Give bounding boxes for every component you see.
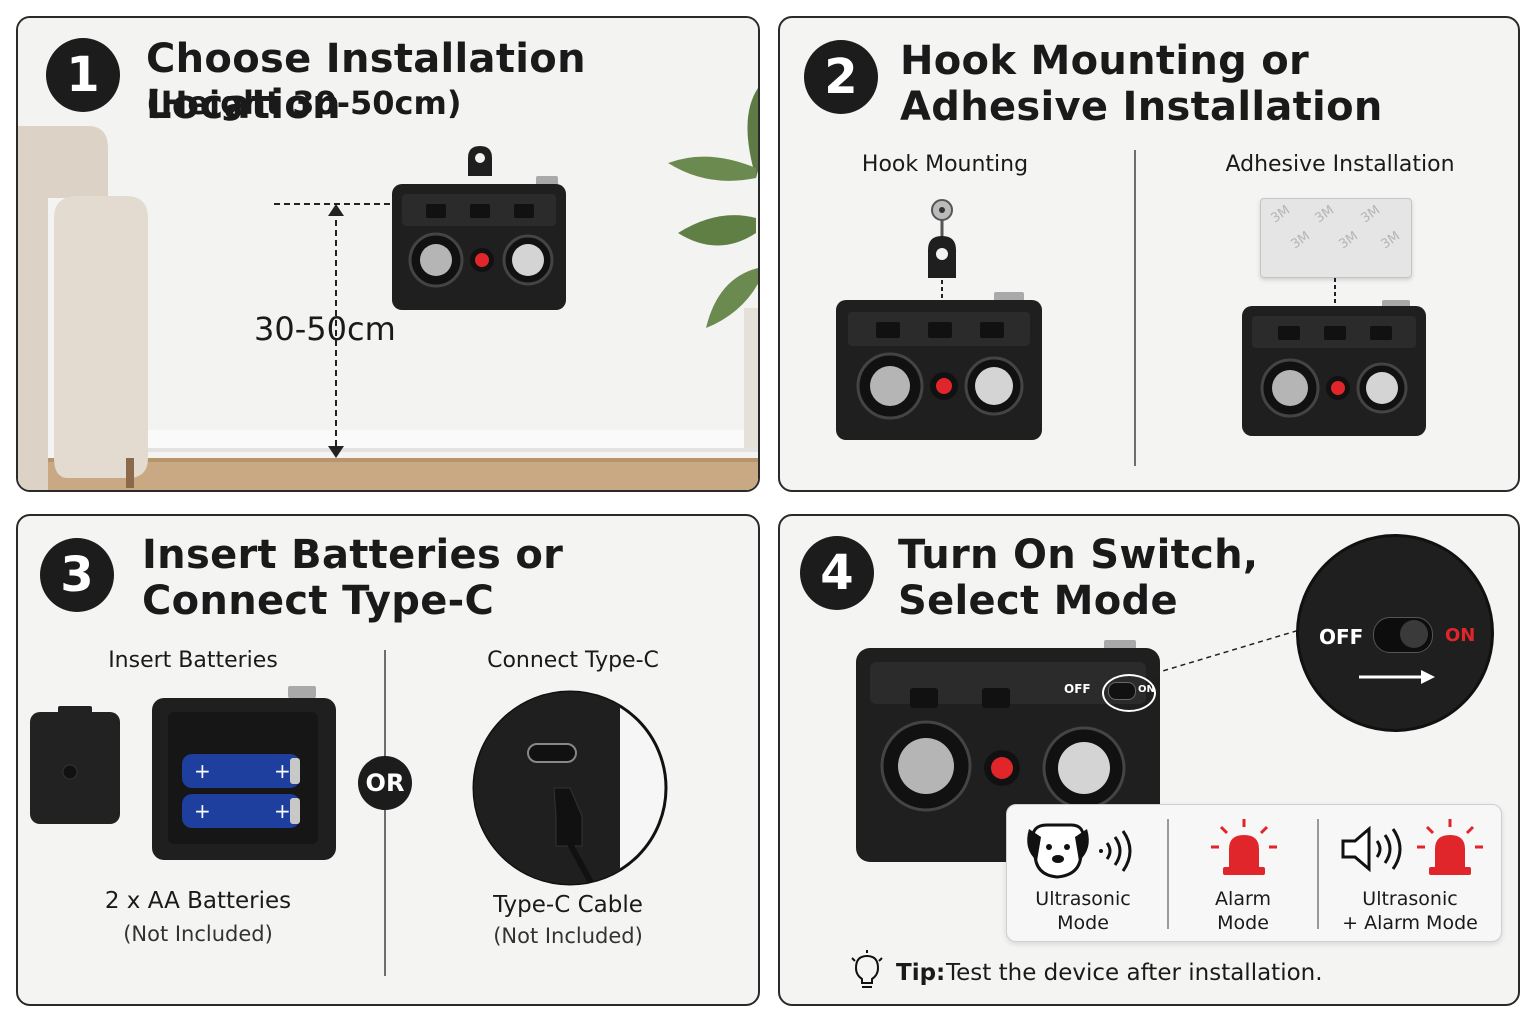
height-label: 30-50cm [254,310,396,348]
section-divider [384,650,386,976]
step2-title-line1: Hook Mounting or [900,38,1310,84]
zoom-on-label: ON [1445,625,1476,646]
mode-separator [1167,819,1169,929]
mode-options: Ultrasonic Mode Alarm Mode [1006,804,1502,942]
switch-zoom-circle: OFF ON [1296,534,1494,732]
room-scene [18,18,758,490]
step-number: 1 [46,38,120,112]
or-badge: OR [358,756,412,810]
device-hook-mounted [836,292,1042,440]
step3-title-line1: Insert Batteries or [142,532,564,578]
mode-label-line1: Ultrasonic [1035,888,1131,910]
mode-option-alarm[interactable]: Alarm Mode [1169,805,1317,941]
plant-decoration [668,88,758,448]
step2-title-line2: Adhesive Installation [900,84,1383,130]
svg-text:+: + [274,799,291,823]
mode-option-ultrasonic-alarm[interactable]: Ultrasonic + Alarm Mode [1319,805,1501,941]
arrow-right-icon [1359,670,1435,684]
mode-label-line1: Alarm [1215,888,1271,910]
adhesive-brand-mark: 3M [1288,228,1314,253]
mode-separator [1317,819,1319,929]
alarm-light-icon [1211,819,1277,875]
mode-label-line1: Ultrasonic [1362,888,1458,910]
battery-compartment-illustration: + + + + [30,686,336,860]
step-number: 3 [40,538,114,612]
mode-label-line2: + Alarm Mode [1342,912,1478,934]
device-wall-mounted [392,146,566,310]
switch-highlight [1102,674,1156,712]
adhesive-brand-mark: 3M [1312,202,1338,227]
section-divider [1134,150,1136,466]
step4-title-line2: Select Mode [898,578,1178,624]
adhesive-brand-mark: 3M [1378,228,1404,253]
step4-title-line1: Turn On Switch, [898,532,1259,578]
mode-label-line2: Mode [1057,912,1109,934]
dog-sound-icon [1027,823,1132,879]
step4-panel: 4 Turn On Switch, Select Mode OFF ON OFF… [778,514,1520,1006]
hook-icon [928,199,956,310]
lightbulb-icon [851,950,883,988]
step-number: 2 [804,40,878,114]
zoom-switch-knob [1400,620,1428,648]
power-switch[interactable] [1108,682,1136,700]
svg-text:+: + [194,759,211,783]
step3-title-line2: Connect Type-C [142,578,495,624]
tip-text: Test the device after installation. [946,960,1323,986]
svg-text:+: + [274,759,291,783]
adhesive-brand-mark: 3M [1358,202,1384,227]
step1-panel: 1 Choose Installation Location (Height 3… [16,16,760,492]
step3-panel: 3 Insert Batteries or Connect Type-C Ins… [16,514,760,1006]
step-number: 4 [800,536,874,610]
typec-port-zoom [472,690,668,886]
svg-text:+: + [194,799,211,823]
adhesive-pad: 3M 3M 3M 3M 3M 3M [1260,198,1412,278]
mode-label-line2: Mode [1217,912,1269,934]
cable-note: (Not Included) [493,924,643,948]
step1-subtitle: (Height 30-50cm) [146,84,462,122]
speaker-alarm-icon [1341,819,1483,875]
device-adhesive-mounted [1242,300,1426,436]
insert-batteries-label: Insert Batteries [108,648,278,673]
adhesive-installation-label: Adhesive Installation [1225,152,1455,177]
batteries-caption: 2 x AA Batteries [104,888,292,914]
tip-label: Tip: [896,960,946,986]
zoom-switch-track [1373,617,1433,653]
switch-on-label: ON [1138,684,1155,695]
hook-mounting-label: Hook Mounting [861,152,1029,177]
step2-panel: 2 Hook Mounting or Adhesive Installation… [778,16,1520,492]
zoom-off-label: OFF [1319,625,1364,649]
adhesive-brand-mark: 3M [1268,202,1294,227]
switch-off-label: OFF [1064,682,1091,696]
step1-title: Choose Installation Location [146,36,586,128]
batteries-note: (Not Included) [123,922,273,946]
mode-option-ultrasonic[interactable]: Ultrasonic Mode [1007,805,1167,941]
adhesive-brand-mark: 3M [1336,228,1362,253]
connect-typec-label: Connect Type-C [487,648,659,673]
cable-caption: Type-C Cable [493,892,643,918]
